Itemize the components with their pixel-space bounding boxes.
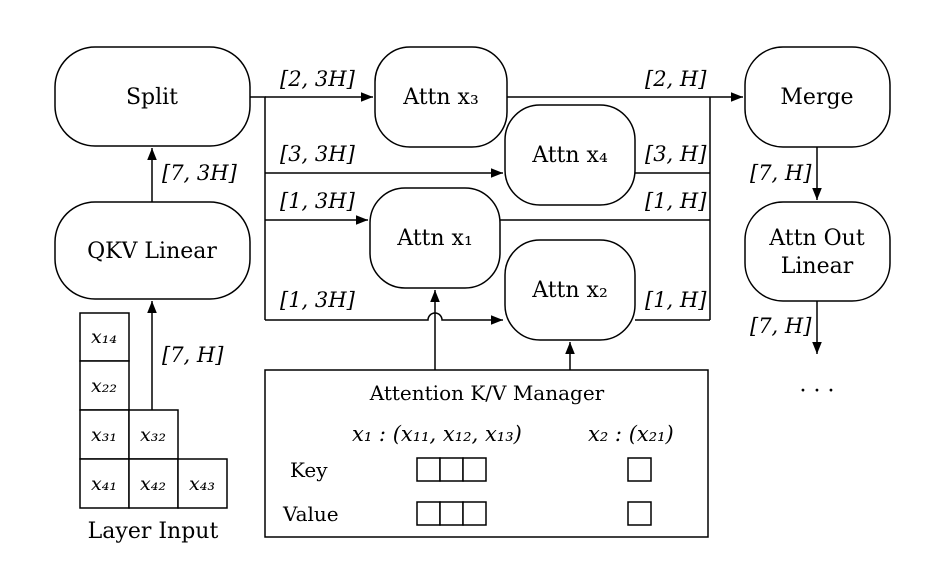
value-slot-seq2 <box>627 501 652 526</box>
attn-out-linear-node: Attn Out Linear <box>744 201 891 302</box>
split-fanout-bus <box>250 96 266 320</box>
split-node: Split <box>54 46 251 147</box>
edge-label-out-to-next: [7, H] <box>750 314 812 338</box>
attn-x2-node: Attn x₂ <box>504 239 636 341</box>
kv-manager-panel: Attention K/V Manager x₁ : (x₁₁, x₁₂, x₁… <box>264 369 709 538</box>
edge-label-to-attn-x3: [2, 3H] <box>280 67 356 91</box>
layer-input-cell: x₂₂ <box>91 375 117 397</box>
edge-label-input-to-qkv: [7, H] <box>162 343 224 367</box>
attn-out-label-line1: Attn Out <box>768 226 865 251</box>
kv-manager-title: Attention K/V Manager <box>369 381 605 405</box>
edge-to-attn-x2 <box>265 312 503 325</box>
attn-out-label-line2: Linear <box>781 254 854 279</box>
edge-label-to-attn-x4: [3, 3H] <box>280 142 356 166</box>
merge-node: Merge <box>744 46 891 148</box>
layer-input-caption: Layer Input <box>88 519 219 544</box>
kv-manager-value-label: Value <box>282 502 339 526</box>
layer-input-cell: x₁₄ <box>91 326 117 348</box>
kv-manager-seq2-label: x₂ : (x₂₁) <box>588 422 674 446</box>
layer-input-cell: x₄₃ <box>189 473 215 495</box>
attn-x2-label: Attn x₂ <box>531 278 608 303</box>
split-label: Split <box>126 85 178 110</box>
edge-label-from-attn-x3: [2, H] <box>645 67 707 91</box>
merge-label: Merge <box>780 85 853 110</box>
attn-x4-node: Attn x₄ <box>504 104 636 206</box>
edge-label-from-attn-x2: [1, H] <box>645 288 707 312</box>
edge-label-to-attn-x1: [1, 3H] <box>280 189 356 213</box>
edge-label-from-attn-x1: [1, H] <box>645 189 707 213</box>
qkv-linear-node: QKV Linear <box>54 201 251 300</box>
layer-input-cell: x₄₁ <box>91 473 117 495</box>
attn-x4-label: Attn x₄ <box>531 143 608 168</box>
attn-x3-node: Attn x₃ <box>374 46 508 148</box>
attn-x1-label: Attn x₁ <box>396 226 473 251</box>
continuation-ellipsis: · · · <box>800 379 835 404</box>
layer-input-cell: x₄₂ <box>140 473 166 495</box>
edge-label-qkv-to-split: [7, 3H] <box>162 161 238 185</box>
layer-input-cell: x₃₁ <box>91 424 117 446</box>
edge-label-merge-to-out: [7, H] <box>750 161 812 185</box>
layer-input-cell: x₃₂ <box>140 424 166 446</box>
key-slots-seq1 <box>416 457 487 482</box>
edge-label-to-attn-x2: [1, 3H] <box>280 288 356 312</box>
layer-input-grid: x₁₄ x₂₂ x₃₁ x₃₂ x₄₁ x₄₂ x₄₃ <box>79 312 228 509</box>
key-slot-seq2 <box>627 457 652 482</box>
qkv-linear-label: QKV Linear <box>87 239 217 264</box>
attn-x3-label: Attn x₃ <box>402 85 479 110</box>
value-slots-seq1 <box>416 501 487 526</box>
attn-x1-node: Attn x₁ <box>369 187 501 289</box>
kv-manager-key-label: Key <box>290 458 328 482</box>
edge-label-from-attn-x4: [3, H] <box>645 142 707 166</box>
kv-manager-seq1-label: x₁ : (x₁₁, x₁₂, x₁₃) <box>352 422 522 446</box>
